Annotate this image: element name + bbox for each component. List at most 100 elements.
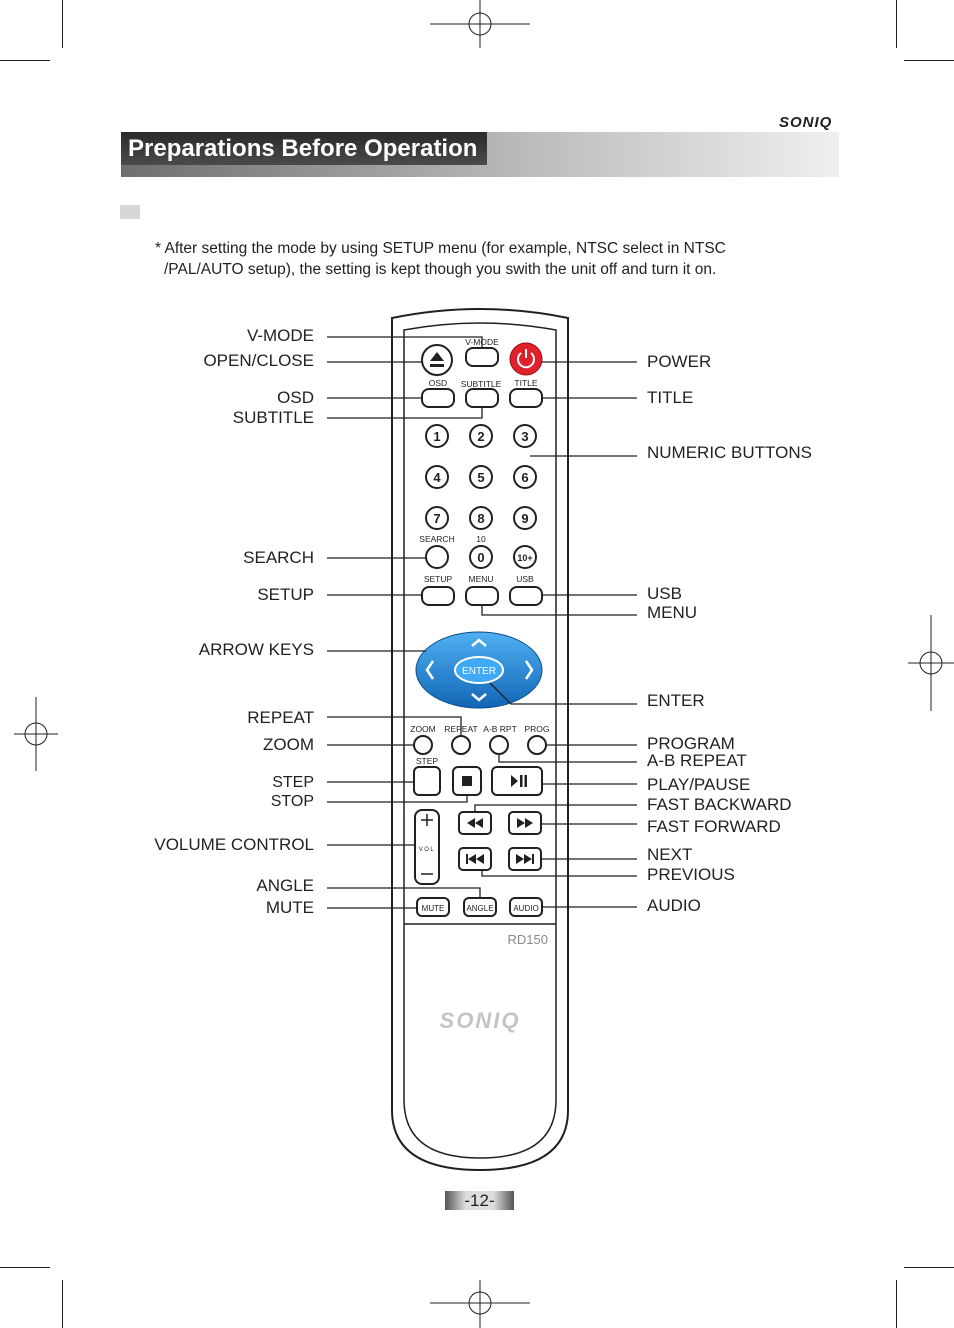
digit-9-label: 9 — [521, 511, 528, 526]
label-fast-forward: FAST FORWARD — [647, 817, 781, 836]
note-line-2: /PAL/AUTO setup), the setting is kept th… — [164, 261, 717, 278]
remote-label-subtitle: SUBTITLE — [461, 379, 502, 389]
title-button[interactable] — [509, 388, 543, 408]
fast-forward-icon — [517, 818, 533, 828]
crop-mark — [904, 1267, 954, 1268]
remote-label-angle: ANGLE — [466, 904, 493, 913]
note-line-1: * After setting the mode by using SETUP … — [155, 240, 726, 257]
section-banner-dark — [121, 132, 487, 165]
mute-button[interactable] — [416, 897, 450, 917]
digit-3-label: 3 — [521, 429, 528, 444]
label-volume-control: VOLUME CONTROL — [154, 835, 314, 854]
zoom-button[interactable] — [413, 735, 433, 755]
crop-mark — [0, 60, 50, 61]
digit-7-button[interactable] — [425, 506, 449, 530]
subtitle-button[interactable] — [465, 388, 499, 408]
digit-4-label: 4 — [433, 470, 441, 485]
label-vmode: V-MODE — [246, 326, 314, 345]
digit-8-button[interactable] — [469, 506, 493, 530]
remote-label-osd: OSD — [429, 378, 447, 388]
remote-label-ab-rpt: A-B RPT — [483, 724, 517, 734]
digit-2-button[interactable] — [469, 424, 493, 448]
step-button[interactable] — [413, 766, 441, 796]
usb-button[interactable] — [509, 586, 543, 606]
digit-9-button[interactable] — [513, 506, 537, 530]
ab-repeat-button[interactable] — [489, 735, 509, 755]
enter-button[interactable] — [454, 656, 504, 684]
next-icon — [516, 854, 534, 864]
label-power: POWER — [647, 352, 712, 371]
digit-2-label: 2 — [477, 429, 484, 444]
label-menu: MENU — [647, 603, 698, 622]
digit-4-button[interactable] — [425, 465, 449, 489]
remote-label-audio: AUDIO — [513, 904, 538, 913]
volume-rocker[interactable] — [414, 809, 440, 885]
remote-label-step: STEP — [416, 756, 439, 766]
remote-label-mute: MUTE — [422, 904, 445, 913]
digit-6-button[interactable] — [513, 465, 537, 489]
digit-0-label: 0 — [477, 550, 484, 565]
digit-5-label: 5 — [477, 470, 484, 485]
setup-button[interactable] — [421, 586, 455, 606]
label-step: STEP — [272, 774, 314, 791]
enter-label: ENTER — [462, 666, 496, 677]
crop-mark — [904, 60, 954, 61]
volume-plus-icon — [421, 814, 433, 826]
remote-label-prog: PROG — [524, 724, 549, 734]
section-marker — [120, 205, 140, 219]
crop-mark — [62, 0, 63, 48]
repeat-button[interactable] — [451, 735, 471, 755]
leader-lines — [327, 336, 637, 909]
label-title: TITLE — [647, 388, 694, 407]
play-pause-icon — [511, 775, 527, 787]
label-stop: STOP — [270, 793, 314, 810]
digit-6-label: 6 — [521, 470, 528, 485]
digit-3-button[interactable] — [513, 424, 537, 448]
remote-label-search: SEARCH — [419, 534, 454, 544]
digit-7-label: 7 — [433, 511, 440, 526]
digit-0-button[interactable] — [469, 545, 493, 569]
remote-brand-logo: SONIQ — [440, 1008, 521, 1033]
digit-10plus-label: 10+ — [517, 553, 532, 563]
remote-label-usb: USB — [516, 574, 534, 584]
label-enter: ENTER — [647, 691, 705, 710]
label-angle: ANGLE — [256, 876, 314, 895]
remote-label-ten: 10 — [476, 534, 486, 544]
search-button[interactable] — [425, 545, 449, 569]
brand-logo: SONIQ — [779, 114, 833, 131]
label-open-close: OPEN/CLOSE — [203, 351, 314, 370]
label-ab-repeat: A-B REPEAT — [647, 751, 747, 770]
osd-button[interactable] — [421, 388, 455, 408]
arrow-right-icon — [524, 660, 534, 680]
power-icon — [517, 352, 535, 369]
setup-note: * After setting the mode by using SETUP … — [155, 238, 795, 280]
section-title: Preparations Before Operation — [128, 135, 478, 162]
crop-mark — [62, 1280, 63, 1328]
label-osd: OSD — [277, 388, 314, 407]
crop-mark — [896, 0, 897, 48]
label-numeric-buttons: NUMERIC BUTTONS — [647, 443, 812, 462]
crop-mark — [896, 1280, 897, 1328]
fast-backward-icon — [467, 818, 483, 828]
power-button[interactable] — [509, 342, 543, 376]
digit-10plus-button[interactable] — [513, 545, 537, 569]
remote-label-menu: MENU — [468, 574, 493, 584]
previous-icon — [466, 854, 484, 864]
program-button[interactable] — [527, 735, 547, 755]
label-mute: MUTE — [265, 898, 314, 917]
digit-8-label: 8 — [477, 511, 484, 526]
arrow-left-icon — [425, 660, 435, 680]
digit-5-button[interactable] — [469, 465, 493, 489]
model-label: RD150 — [508, 932, 548, 947]
arrow-up-icon — [471, 638, 487, 647]
label-fast-backward: FAST BACKWARD — [647, 795, 792, 814]
page-number: -12- — [445, 1191, 514, 1210]
vmode-button[interactable] — [465, 347, 499, 367]
digit-1-button[interactable] — [425, 424, 449, 448]
menu-button[interactable] — [465, 586, 499, 606]
crop-mark — [0, 1267, 50, 1268]
label-repeat: REPEAT — [247, 708, 314, 727]
remote-label-vol: VOL — [419, 847, 436, 853]
